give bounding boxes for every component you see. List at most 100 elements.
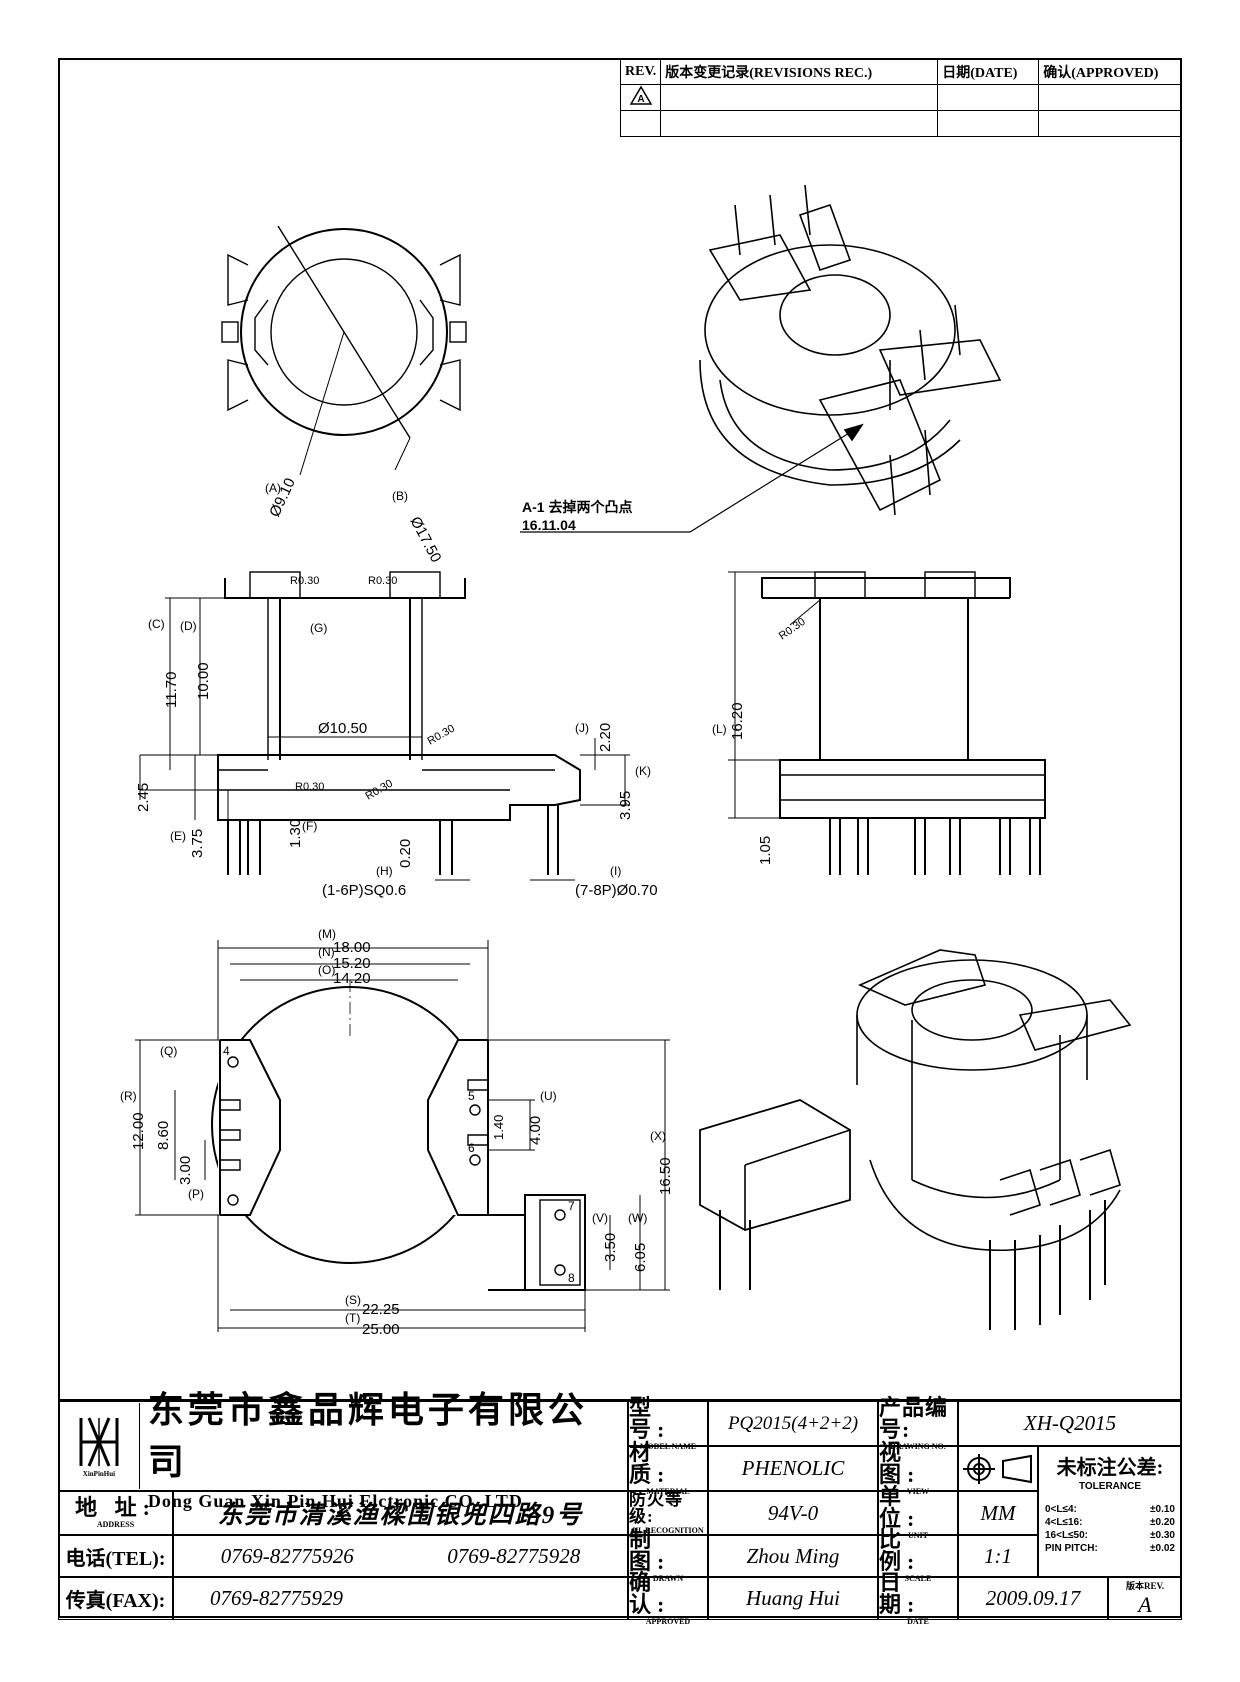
dim-value-f: 1.30	[287, 819, 304, 848]
radius-label-4: R0.30	[295, 781, 324, 793]
flame-value: 94V-0	[708, 1491, 878, 1535]
dim-value-245: 2.45	[135, 783, 152, 812]
rev-label: 版本REV.	[1125, 1581, 1165, 1591]
dim-label-g: (G)	[310, 621, 327, 635]
rev-cell: 版本REV. A	[1108, 1577, 1182, 1620]
revision-note-date: 16.11.04	[522, 517, 576, 533]
dim-label-i: (I)	[610, 864, 621, 878]
bottom-view: 4 5 6 7 8	[120, 927, 674, 1338]
logo-caption: XinPinHui	[82, 1470, 116, 1478]
revision-triangle-icon: A	[629, 85, 652, 105]
approved-value: Huang Hui	[708, 1577, 878, 1620]
view-label: 视 图:VIEW	[878, 1441, 958, 1495]
dim-value-x: 16.50	[657, 1157, 674, 1195]
top-view: (A) Ø9.10 (B) Ø17.50	[221, 225, 467, 565]
pin-number-7: 7	[568, 1199, 575, 1213]
dim-value-j: 2.20	[597, 723, 614, 752]
tol-range-1: 0<L≤4:	[1045, 1504, 1077, 1515]
date-value: 2009.09.17	[958, 1577, 1108, 1620]
pin-number-8: 8	[568, 1271, 575, 1285]
rev-date-header: 日期(DATE)	[937, 58, 1040, 85]
pin-number-5: 5	[468, 1089, 475, 1103]
dim-label-s: (S)	[345, 1293, 361, 1307]
radius-label-5: R0.30	[364, 778, 395, 803]
title-block: XinPinHui 东莞市鑫品辉电子有限公司 Dong Guan Xin Pin…	[58, 1390, 1182, 1625]
isometric-view-top: A-1 去掉两个凸点 16.11.04	[520, 184, 1002, 533]
dim-value-h: 0.20	[397, 839, 414, 868]
tol-value-4: ±0.02	[1150, 1543, 1175, 1554]
radius-label-side: R0.30	[777, 616, 808, 643]
dim-label-l: (L)	[712, 722, 727, 736]
dim-label-t: (T)	[345, 1311, 360, 1325]
date-label: 日 期:DATE	[878, 1571, 958, 1625]
tol-range-3: 16<L≤50:	[1045, 1530, 1089, 1541]
tolerance-rows: 0<L≤4: ±0.10 4<L≤16: ±0.20 16<L≤50: ±0.30 P…	[1045, 1503, 1175, 1555]
company-name-en: Dong Guan Xin Pin Hui Elctronic CO.,LTD	[147, 1490, 523, 1511]
tolerance-title-en: TOLERANCE	[1078, 1481, 1142, 1492]
dim-label-j: (J)	[575, 721, 589, 735]
model-value: PQ2015(4+2+2)	[708, 1401, 878, 1446]
dim-label-e: (E)	[170, 829, 186, 843]
dim-value-l: 16.20	[729, 702, 746, 740]
technical-drawing: (A) Ø9.10 (B) Ø17.50 A-1 去掉两个凸点 16.11.04	[120, 184, 1132, 1338]
company-name-zh: 东莞市鑫品辉电子有限公司	[147, 1389, 588, 1482]
dim-label-u: (U)	[540, 1089, 557, 1103]
radius-label-2: R0.30	[368, 575, 397, 587]
tel-values: 0769-82775926 0769-82775928	[173, 1535, 628, 1577]
tel-1: 0769-82775926	[220, 1543, 354, 1568]
revision-table: REV. 版本变更记录(REVISIONS REC.) 日期(DATE) 确认(…	[619, 58, 1182, 137]
dim-value-105: 1.05	[757, 836, 774, 865]
dim-value-r: 12.00	[130, 1112, 147, 1150]
dim-value-860: 8.60	[155, 1121, 172, 1150]
approved-label: 确 认:APPROVED	[628, 1571, 708, 1625]
dim-label-o: (O)	[318, 963, 335, 977]
company-logo: XinPinHui	[59, 1403, 140, 1489]
xph-logo-icon	[79, 1417, 119, 1467]
scale-label: 比 例:SCALE	[878, 1529, 958, 1583]
dim-label-n: (N)	[318, 945, 335, 959]
dim-value-n: 15.20	[333, 955, 371, 972]
pin-spec-7-8: (7-8P)Ø0.70	[575, 882, 658, 899]
material-value: PHENOLIC	[708, 1446, 878, 1491]
address-value: 东莞市清溪渔樑围银兜四路9号	[173, 1491, 628, 1535]
tel-2: 0769-82775928	[447, 1543, 581, 1568]
flame-label: 防火等级:UL RECOGNITION	[628, 1491, 708, 1535]
tol-value-3: ±0.30	[1150, 1530, 1175, 1541]
fax-label: 传真(FAX):	[58, 1577, 173, 1620]
dim-value-o: 14.20	[333, 970, 371, 987]
tel-label: 电话(TEL):	[58, 1535, 173, 1577]
dim-value-c: 11.70	[163, 672, 180, 708]
dim-value-s: 22.25	[362, 1301, 400, 1318]
company-cell: XinPinHui 东莞市鑫品辉电子有限公司 Dong Guan Xin Pin…	[58, 1390, 628, 1511]
dim-label-k: (K)	[635, 764, 651, 778]
tolerance-block: 未标注公差: TOLERANCE 0<L≤4: ±0.10 4<L≤16: ±0.2…	[1038, 1446, 1182, 1577]
dim-value-d: 10.00	[195, 662, 212, 700]
view-symbol	[958, 1446, 1038, 1491]
tolerance-title: 未标注公差:	[1056, 1457, 1164, 1479]
radius-label-3: R0.30	[426, 723, 457, 748]
dim-value-k: 3.95	[617, 791, 634, 820]
dim-label-m: (M)	[318, 927, 336, 941]
dim-label-a: (A)	[265, 481, 281, 495]
tol-value-1: ±0.10	[1150, 1504, 1175, 1515]
tol-range-2: 4<L≤16:	[1045, 1517, 1083, 1528]
dim-value-b: Ø17.50	[406, 514, 444, 565]
fax-value: 0769-82775929	[173, 1577, 628, 1620]
side-view: R0.30 (L) 16.20 1.05	[712, 571, 1046, 875]
tol-range-4: PIN PITCH:	[1045, 1543, 1098, 1554]
material-label: 材 质:MATERIAL	[628, 1441, 708, 1495]
dim-value-p: 3.00	[177, 1156, 194, 1185]
dim-value-e: 3.75	[189, 829, 206, 858]
drawing-no-value: XH-Q2015	[958, 1401, 1182, 1446]
dim-label-f: (F)	[302, 819, 317, 833]
dim-label-v: (V)	[592, 1211, 608, 1225]
revision-note-text: A-1 去掉两个凸点	[522, 499, 632, 515]
dim-label-c: (C)	[148, 617, 165, 631]
pin-number-6: 6	[468, 1141, 475, 1155]
dim-value-t: 25.00	[362, 1321, 400, 1338]
front-view: (C) (D) 11.70 10.00 (G) Ø10.50 R0.30 R0.…	[135, 571, 658, 899]
tol-value-2: ±0.20	[1150, 1517, 1175, 1528]
rev-desc-header: 版本变更记录(REVISIONS REC.)	[660, 58, 939, 85]
dim-value-m: 18.00	[333, 939, 371, 956]
dim-label-b: (B)	[392, 489, 408, 503]
